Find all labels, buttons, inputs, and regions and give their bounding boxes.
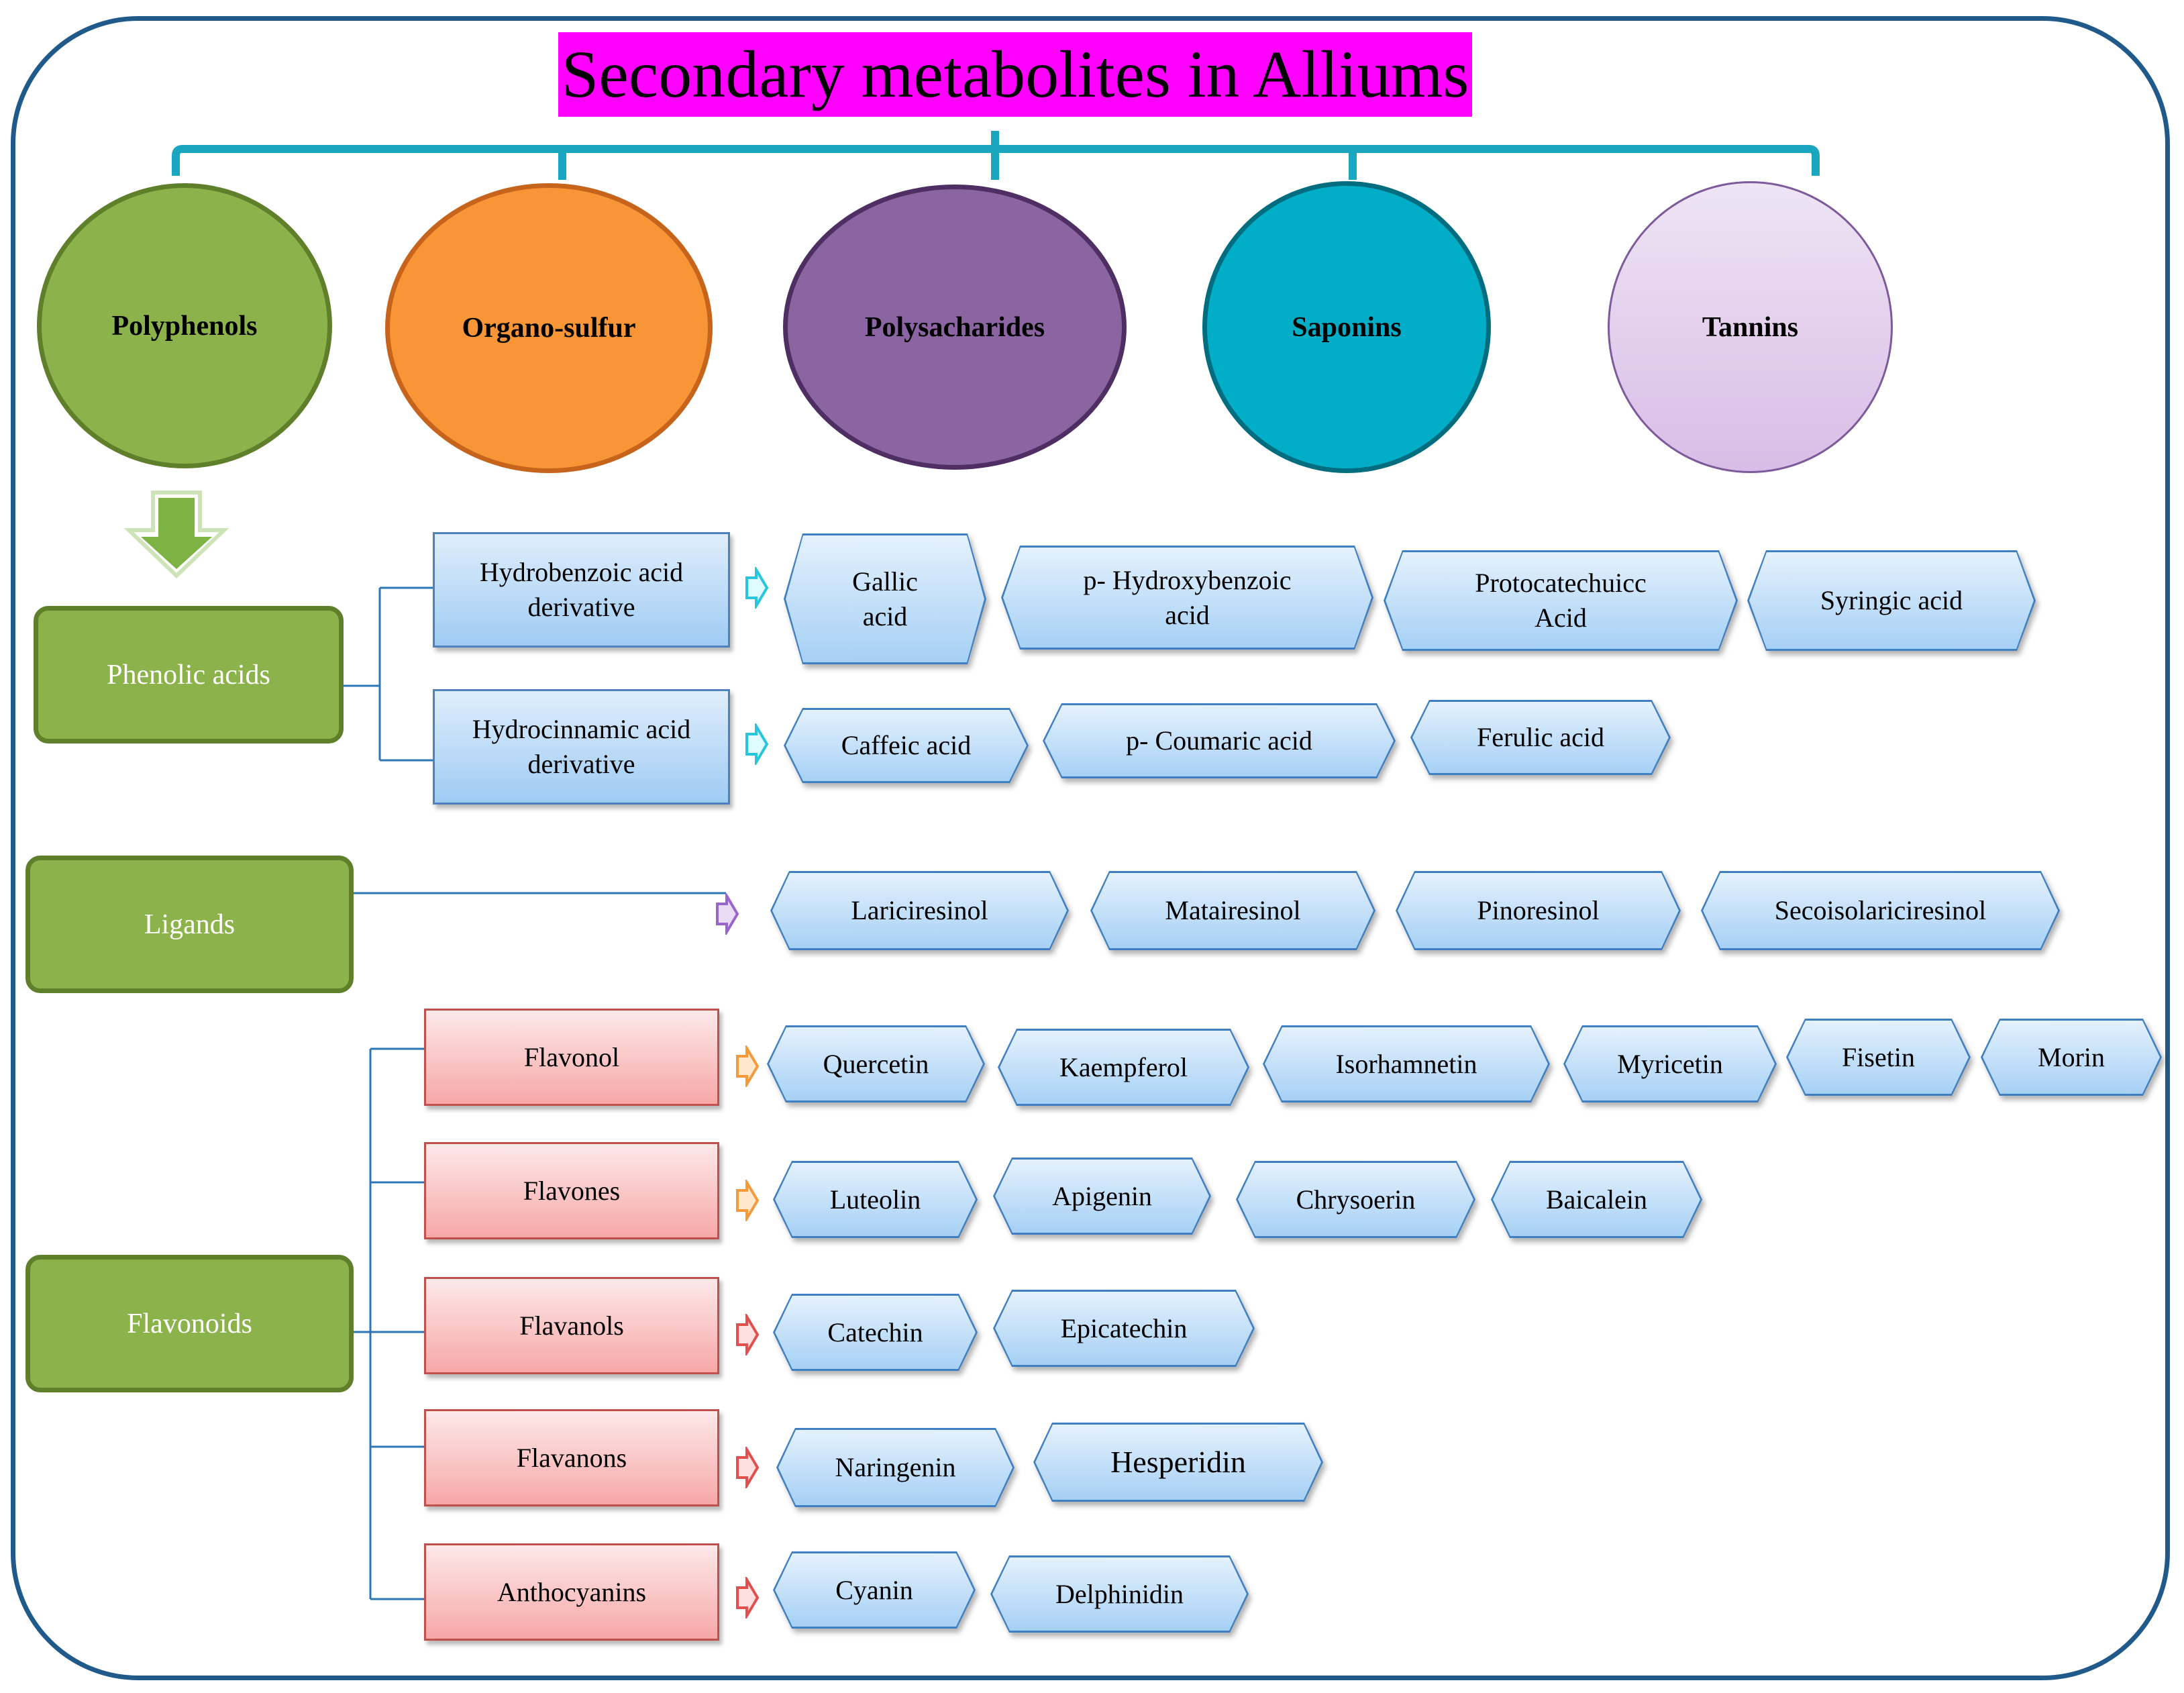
compound-morin: Morin [1981,1019,2162,1096]
group-phenolic-acids: Phenolic acids [34,606,344,743]
subgroup-flavanons: Flavanons [424,1409,719,1506]
compound-catechin: Catechin [773,1294,978,1371]
category-polysacharides: Polysacharides [783,185,1127,470]
compound-apigenin: Apigenin [993,1158,1211,1235]
subgroup-hydrocinnamic: Hydrocinnamic acid derivative [433,689,730,805]
right-arrow-icon [736,1447,760,1488]
diagram-title: Secondary metabolites in Alliums [558,32,1472,117]
category-tannins: Tannins [1608,181,1893,473]
subgroup-hydrobenzoic: Hydrobenzoic acid derivative [433,532,730,648]
right-arrow-icon [745,567,769,609]
subgroup-anthocyanins: Anthocyanins [424,1543,719,1641]
compound-isorhamnetin: Isorhamnetin [1263,1025,1550,1102]
compound-matairesinol: Matairesinol [1090,871,1375,950]
compound-ferulic-acid: Ferulic acid [1410,700,1671,775]
category-polyphenols: Polyphenols [37,183,332,468]
compound-caffeic-acid: Caffeic acid [784,708,1029,783]
diagram-frame [11,16,2170,1680]
compound-kaempferol: Kaempferol [998,1029,1249,1106]
right-arrow-icon [736,1314,760,1355]
compound-fisetin: Fisetin [1786,1019,1971,1096]
group-flavonoids: Flavonoids [25,1255,354,1392]
compound-lariciresinol: Lariciresinol [770,871,1069,950]
compound-secoisolariciresinol: Secoisolariciresinol [1701,871,2060,950]
category-organo-sulfur: Organo-sulfur [385,183,713,473]
right-arrow-icon [745,723,769,765]
category-saponins: Saponins [1202,181,1491,473]
subgroup-flavanols: Flavanols [424,1277,719,1374]
compound-hesperidin: Hesperidin [1033,1423,1323,1502]
compound-epicatechin: Epicatechin [993,1290,1255,1367]
compound-pinoresinol: Pinoresinol [1396,871,1681,950]
subgroup-flavones: Flavones [424,1142,719,1239]
group-ligands: Ligands [25,856,354,993]
compound-luteolin: Luteolin [773,1161,978,1238]
subgroup-flavonol: Flavonol [424,1009,719,1106]
compound-delphinidin: Delphinidin [990,1555,1249,1633]
compound-syringic-acid: Syringic acid [1747,550,2036,651]
compound-chrysoerin: Chrysoerin [1236,1161,1475,1238]
compound-baicalein: Baicalein [1491,1161,1702,1238]
right-arrow-icon [736,1577,760,1619]
right-arrow-icon [736,1045,760,1087]
right-arrow-icon [716,893,739,935]
compound-p-coumaric-acid: p- Coumaric acid [1043,703,1396,778]
compound-gallic-acid: Gallic acid [784,533,986,664]
compound-protocatechuicc-acid: Protocatechuicc Acid [1384,550,1738,651]
right-arrow-icon [736,1180,760,1221]
compound-naringenin: Naringenin [776,1428,1015,1507]
down-arrow-icon [123,491,229,579]
compound-quercetin: Quercetin [767,1025,985,1102]
compound-p-hydroxybenzoic-acid: p- Hydroxybenzoic acid [1001,546,1373,650]
compound-myricetin: Myricetin [1563,1025,1777,1102]
compound-cyanin: Cyanin [773,1551,976,1629]
